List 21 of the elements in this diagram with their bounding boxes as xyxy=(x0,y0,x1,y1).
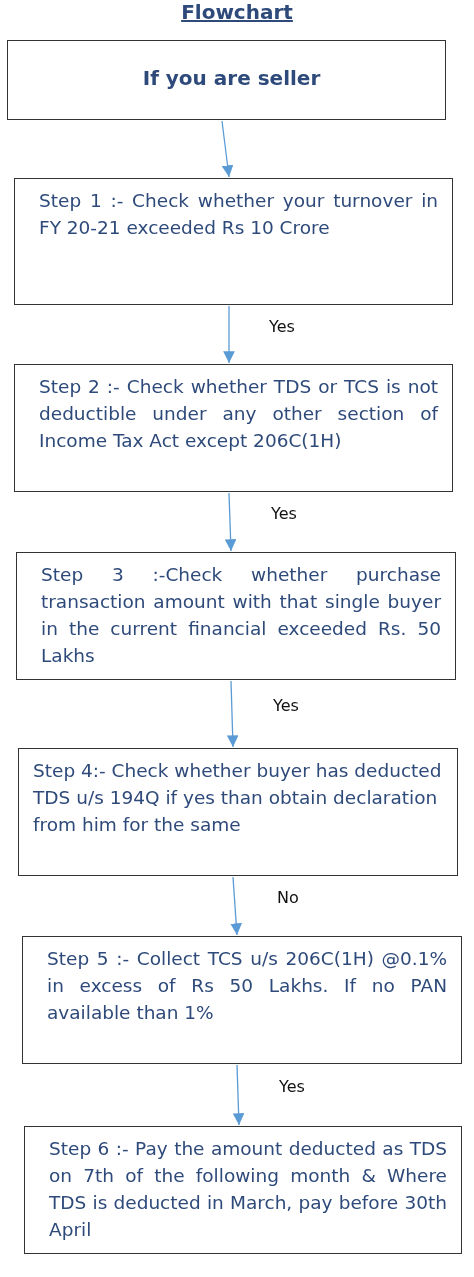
start-box xyxy=(7,40,446,120)
step-text: Step 4:- Check whether buyer has deducted TDS u/s 194Q if yes than obtain declaration from him for the same xyxy=(33,759,443,837)
step-text: Step 2 :- Check whether TDS or TCS is not deductible under any other section of Income Tax Act except 206C(1H) xyxy=(39,375,438,453)
step-text: If you are seller xyxy=(141,65,322,92)
arrow xyxy=(230,876,243,936)
title: Flowchart xyxy=(180,0,294,24)
arrow xyxy=(232,1064,245,1126)
arrow xyxy=(226,680,239,748)
step-box xyxy=(18,748,458,876)
arrow xyxy=(221,120,234,178)
arrow xyxy=(223,305,235,364)
step-box xyxy=(22,936,462,1064)
step-box xyxy=(14,178,453,305)
step-box xyxy=(14,364,453,492)
arrow xyxy=(224,492,237,552)
step-text: Step 3 :-Check whether purchase transaction amount with that single buyer in the current financial exceeded Rs. 50 Lakhs xyxy=(41,563,441,668)
step-text: Step 6 :- Pay the amount deducted as TDS on 7th of the following month & Where TDS is deducted in March, pay before 30th April xyxy=(49,1137,447,1242)
step-box xyxy=(24,1126,462,1254)
step-box xyxy=(16,552,456,680)
step-text: Step 5 :- Collect TCS u/s 206C(1H) @0.1% in excess of Rs 50 Lakhs. If no PAN available than 1% xyxy=(47,947,447,1025)
step-text: Step 1 :- Check whether your turnover in FY 20-21 exceeded Rs 10 Crore xyxy=(39,189,438,240)
